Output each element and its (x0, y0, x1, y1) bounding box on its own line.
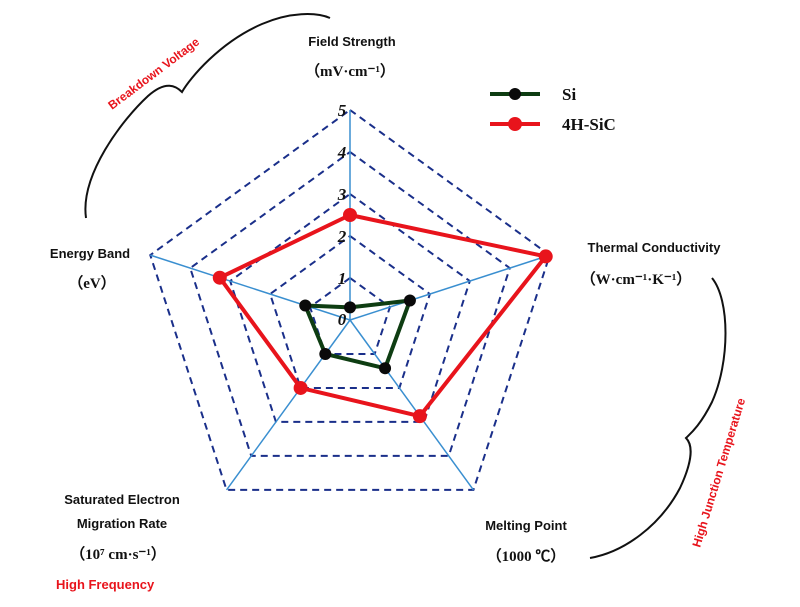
grid-ring-5 (149, 108, 551, 491)
legend-si-marker (509, 88, 521, 100)
brace-breakdown-voltage (84, 13, 331, 219)
radial-tick-5: 5 (338, 101, 347, 120)
axis-spoke-2 (349, 319, 475, 491)
axis-label-field-strength: Field Strength (308, 34, 395, 49)
grid-ring-4 (189, 150, 511, 457)
axis-spoke-4 (150, 254, 351, 321)
series-point-4h-sic-2 (412, 409, 427, 424)
radial-tick-0: 0 (338, 310, 347, 329)
series-point-4h-sic-3 (293, 380, 308, 395)
legend-si-label: Si (562, 85, 576, 104)
annotation-high-frequency: High Frequency (56, 577, 155, 592)
series-point-4h-sic-0 (343, 208, 357, 222)
axis-spoke-1 (349, 254, 550, 321)
grid-ring-2 (268, 234, 432, 389)
series-point-si-0 (344, 301, 356, 314)
series-point-si-2 (379, 362, 392, 375)
legend-sic-label: 4H-SiC (562, 115, 616, 134)
axis-label-thermal-conductivity: Thermal Conductivity (588, 240, 722, 255)
radar-series (212, 208, 553, 424)
axis-label-energy-band: Energy Band (50, 246, 130, 261)
radial-tick-2: 2 (337, 227, 347, 246)
axis-unit-melting-point: （1000 ℃） (487, 547, 566, 565)
radial-tick-labels: 0 1 2 3 4 5 (337, 101, 347, 329)
annotation-high-junction-temperature: High Junction Temperature (689, 396, 748, 549)
series-line-4h-sic (217, 213, 548, 419)
series-point-4h-sic-1 (538, 249, 553, 264)
axis-label-melting-point: Melting Point (485, 518, 567, 533)
series-line-si (303, 298, 412, 371)
series-point-4h-sic-4 (212, 270, 227, 285)
axis-label-saturated-electron-line2: Migration Rate (77, 516, 167, 531)
radial-tick-3: 3 (337, 185, 347, 204)
axis-unit-thermal-conductivity: （W·cm⁻¹·K⁻¹） (581, 270, 692, 288)
grid-ring-3 (228, 192, 472, 423)
annotation-breakdown-voltage: Breakdown Voltage (105, 35, 202, 113)
radar-grid (149, 108, 551, 491)
axis-unit-energy-band: （eV） (68, 274, 116, 292)
legend: Si 4H-SiC (490, 85, 616, 134)
axis-unit-field-strength: （mV·cm⁻¹） (305, 62, 395, 80)
legend-sic-marker (508, 117, 522, 131)
series-point-si-4 (299, 299, 312, 312)
radial-tick-4: 4 (337, 143, 347, 162)
brace-junction-temperature (589, 277, 727, 559)
axis-label-saturated-electron-line1: Saturated Electron (64, 492, 180, 507)
axis-unit-saturated-electron: （10⁷ cm·s⁻¹） (70, 545, 166, 563)
axis-spoke-3 (225, 319, 351, 491)
series-point-si-1 (403, 294, 416, 307)
series-point-si-3 (319, 347, 332, 360)
radial-tick-1: 1 (338, 269, 347, 288)
